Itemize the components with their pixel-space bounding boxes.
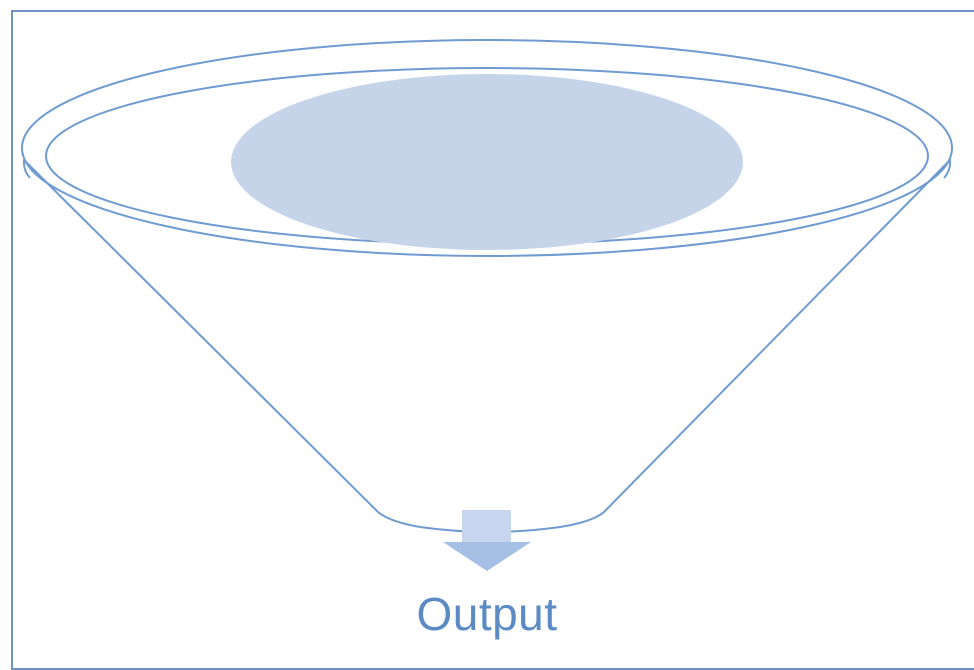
output-arrow-head bbox=[443, 542, 531, 571]
funnel-content-ellipse bbox=[231, 74, 743, 250]
funnel-outer-rim bbox=[21, 39, 953, 257]
output-label: Output bbox=[416, 588, 558, 640]
output-arrow-stem bbox=[462, 510, 511, 542]
